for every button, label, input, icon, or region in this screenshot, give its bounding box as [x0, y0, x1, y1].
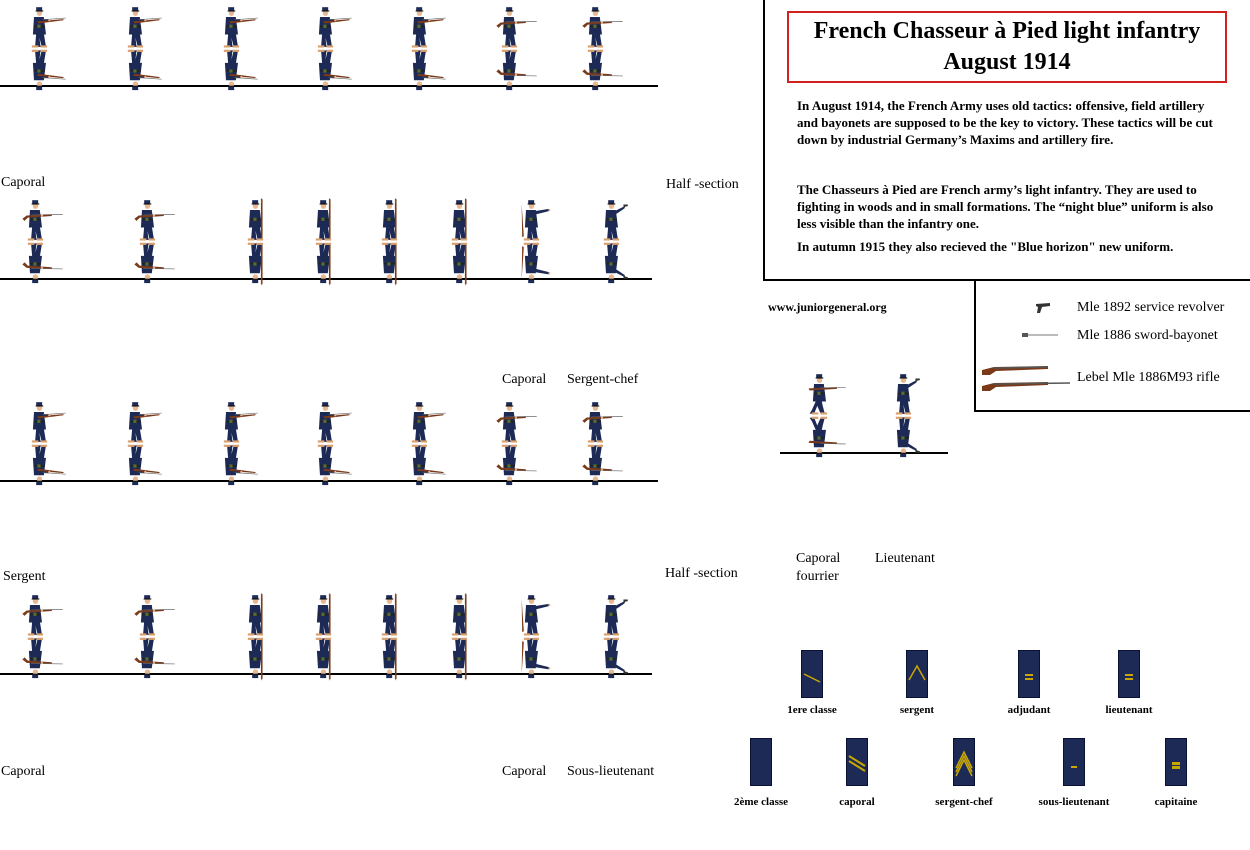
rank-patch-8	[1063, 738, 1085, 786]
row3-soldier-figure	[317, 402, 352, 486]
rank-label: caporal	[839, 796, 875, 808]
row2-soldier-figure	[451, 198, 468, 286]
lieutenant-figure	[895, 374, 920, 458]
title-line-1: French Chasseur à Pied light infantry	[813, 18, 1201, 44]
rank-patch-2	[906, 650, 928, 698]
rank-label: 1ere classe	[787, 704, 837, 716]
row4-soldier-figure	[451, 593, 468, 681]
rank-label: 2ème classe	[733, 796, 789, 808]
sword-bayonet-icon	[1022, 333, 1058, 337]
row4-soldier-figure	[134, 595, 175, 679]
caporal-fourrier-figure	[808, 374, 846, 458]
rifle-icon	[982, 366, 1071, 391]
rank-label: sous-lieutenant	[1038, 796, 1110, 808]
row2-soldier-figure	[22, 200, 63, 284]
rank-label: sergent	[899, 704, 935, 716]
row4-soldier-figure	[247, 593, 264, 681]
paragraph-chasseurs: The Chasseurs à Pied are French army’s l…	[797, 182, 1214, 231]
row1-soldier-figure	[223, 7, 258, 91]
row1-soldier-figure	[317, 7, 352, 91]
label-sous-lieutenant: Sous-lieutenant	[567, 764, 655, 779]
label-caporal-4: Caporal	[502, 764, 547, 779]
row3-soldier-figure	[582, 402, 623, 486]
row2-soldier-figure	[134, 200, 175, 284]
legend-box-left-border	[974, 281, 976, 412]
paragraph-uniform: In autumn 1915 they also recieved the "B…	[797, 239, 1174, 254]
rank-patch-4	[1118, 650, 1140, 698]
legend-rifle-label: Lebel Mle 1886M93 rifle	[1077, 370, 1220, 385]
row4-soldier-figure	[315, 593, 332, 681]
officer-fold-line	[780, 452, 948, 454]
row1-soldier-figure	[496, 7, 537, 91]
row2-soldier-figure	[521, 200, 551, 284]
page-title: French Chasseur à Pied light infantry Au…	[787, 11, 1227, 83]
row3-soldier-figure	[127, 402, 162, 486]
label-lieutenant: Lieutenant	[875, 551, 935, 566]
row2-soldier-figure	[315, 198, 332, 286]
row4-soldier-figure	[603, 595, 628, 679]
info-box-bottom-border	[763, 279, 1250, 281]
row1-soldier-figure	[127, 7, 162, 91]
row2-soldier-figure	[381, 198, 398, 286]
revolver-icon	[1036, 303, 1050, 313]
label-half-section-1: Half -section	[666, 177, 739, 192]
rank-patch-6	[846, 738, 868, 786]
rank-label: capitaine	[1154, 796, 1198, 808]
row1-soldier-figure	[411, 7, 446, 91]
row4-soldier-figure	[22, 595, 63, 679]
row3-soldier-figure	[411, 402, 446, 486]
row3-soldier-figure	[496, 402, 537, 486]
row1-soldier-figure	[31, 7, 66, 91]
legend-bayonet-label: Mle 1886 sword-bayonet	[1077, 328, 1218, 343]
rank-label: sergent-chef	[935, 796, 993, 808]
row2-soldier-figure	[247, 198, 264, 286]
rank-patch-1	[801, 650, 823, 698]
row3-soldier-figure	[31, 402, 66, 486]
title-line-2: August 1914	[943, 49, 1071, 75]
label-half-section-2: Half -section	[665, 566, 738, 581]
rank-patch-5	[750, 738, 772, 786]
row3-soldier-figure	[223, 402, 258, 486]
legend-revolver-label: Mle 1892 service revolver	[1077, 300, 1225, 315]
rank-patch-3	[1018, 650, 1040, 698]
label-caporal-3: Caporal	[1, 764, 46, 779]
label-caporal-fourrier-line2: fourrier	[796, 569, 839, 584]
legend-box-bottom-border	[974, 410, 1250, 412]
row4-soldier-figure	[381, 593, 398, 681]
row1-soldier-figure	[582, 7, 623, 91]
label-sergent-chef: Sergent-chef	[567, 372, 639, 387]
info-box-left-border	[763, 0, 765, 281]
row2-soldier-figure	[603, 200, 628, 284]
label-caporal-fourrier-line1: Caporal	[796, 551, 841, 566]
rank-label: lieutenant	[1105, 704, 1153, 716]
label-caporal-1: Caporal	[1, 175, 46, 190]
label-caporal-2: Caporal	[502, 372, 547, 387]
rank-label: adjudant	[1007, 704, 1051, 716]
rank-patch-7	[953, 738, 975, 786]
label-sergent: Sergent	[3, 569, 46, 584]
website-text: www.juniorgeneral.org	[768, 300, 887, 314]
row4-soldier-figure	[521, 595, 551, 679]
rank-patch-9	[1165, 738, 1187, 786]
paragraph-tactics: In August 1914, the French Army uses old…	[797, 98, 1213, 147]
